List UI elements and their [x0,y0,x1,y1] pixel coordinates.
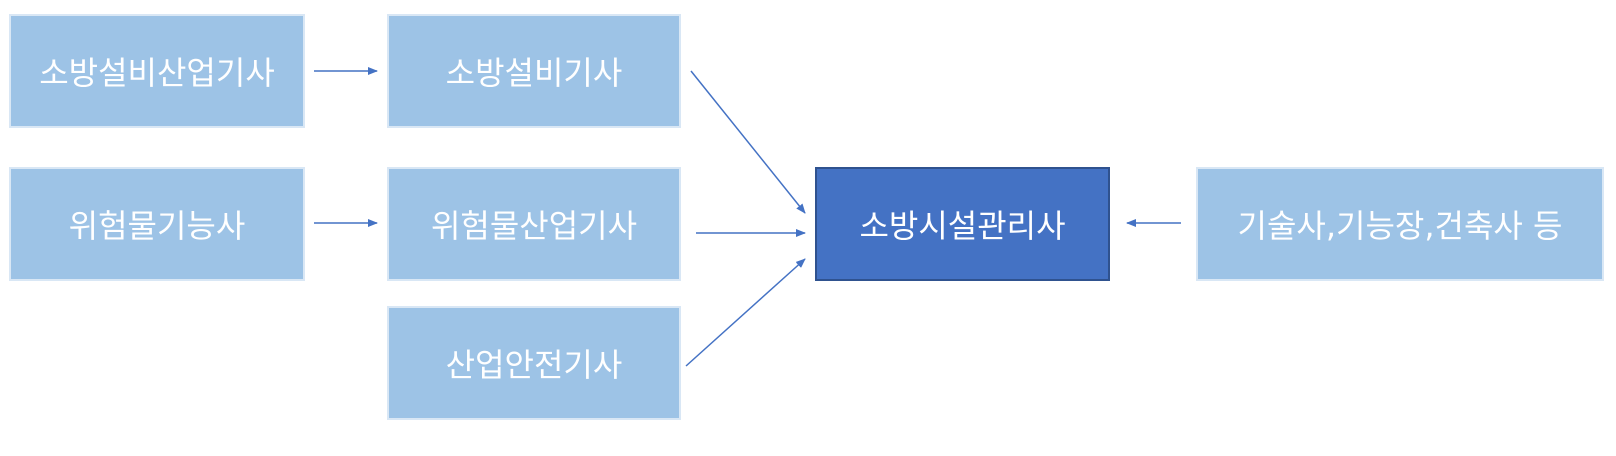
node-hazardous-material-craftsman: 위험물기능사 [9,167,305,281]
node-fire-equipment-industrial-engineer: 소방설비산업기사 [9,14,305,128]
node-industrial-safety-engineer: 산업안전기사 [387,306,681,420]
arrow-industrial-safety-to-fire-facility-manager [685,258,806,367]
node-fire-equipment-engineer: 소방설비기사 [387,14,681,128]
node-hazardous-material-industrial-engineer: 위험물산업기사 [387,167,681,281]
node-fire-facility-manager: 소방시설관리사 [815,167,1110,281]
arrow-fire-equipment-to-fire-facility-manager [690,70,806,214]
node-professional-engineer-etc: 기술사,기능장,건축사 등 [1196,167,1604,281]
